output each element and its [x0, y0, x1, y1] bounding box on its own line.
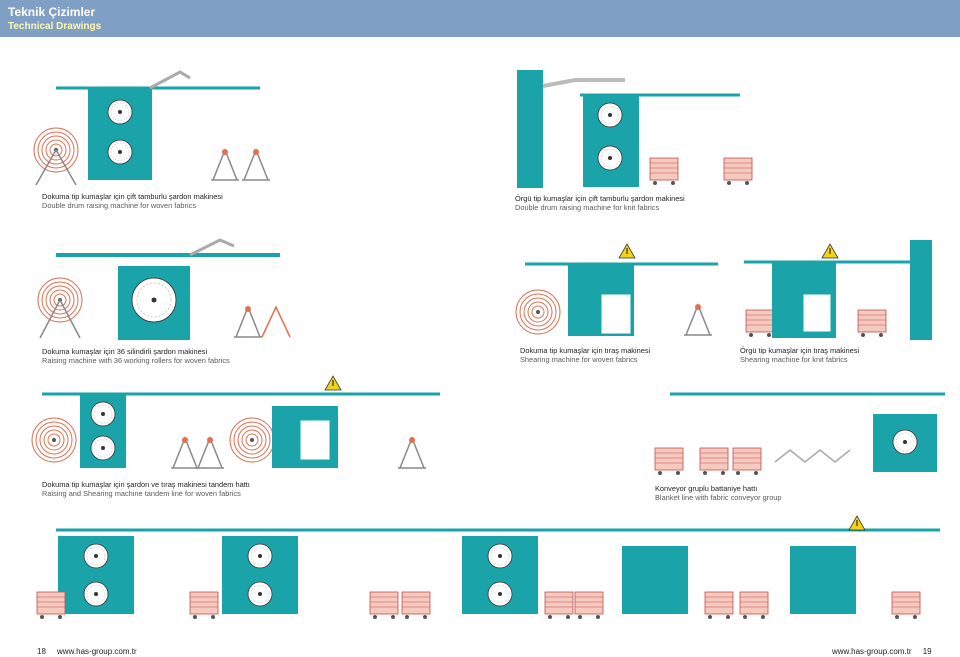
- caption-tr: Dokuma kumaşlar için 36 silindirli şardo…: [42, 347, 208, 356]
- drawing-tandem-line: [31, 375, 440, 469]
- drawing-long-production-line: [36, 515, 940, 620]
- caption-36-roller-raising: Dokuma kumaşlar için 36 silindirli şardo…: [42, 347, 230, 365]
- caption-double-drum-woven: Dokuma tip kumaşlar için çift tamburlu ş…: [42, 192, 223, 210]
- caption-en: Raising machine with 36 working rollers …: [42, 356, 230, 365]
- caption-tr: Örgü tip kumaşlar için çift tamburlu şar…: [515, 194, 685, 203]
- caption-en: Raising and Shearing machine tandem line…: [42, 489, 241, 498]
- caption-shearing-woven: Dokuma tip kumaşlar için tıraş makinesi …: [520, 346, 650, 364]
- footer-url-left[interactable]: www.has-group.com.tr: [57, 647, 137, 656]
- caption-en: Shearing machine for woven fabrics: [520, 355, 638, 364]
- header-title-tr: Teknik Çizimler: [8, 5, 96, 19]
- caption-blanket-line: Konveyor gruplu battaniye hattı Blanket …: [655, 484, 782, 502]
- caption-en: Shearing machine for knit fabrics: [740, 355, 848, 364]
- page-number-right: 19: [922, 647, 932, 656]
- caption-tr: Dokuma tip kumaşlar için çift tamburlu ş…: [42, 192, 223, 201]
- caption-en: Blanket line with fabric conveyor group: [655, 493, 782, 502]
- caption-tr: Dokuma tip kumaşlar için tıraş makinesi: [520, 346, 651, 355]
- drawing-blanket-line: [654, 392, 945, 476]
- footer-left: 18 www.has-group.com.tr: [37, 647, 137, 656]
- caption-tr: Konveyor gruplu battaniye hattı: [655, 484, 758, 493]
- caption-tandem-line: Dokuma tip kumaşlar için şardon ve tıraş…: [42, 480, 250, 498]
- caption-shearing-knit: Örgü tip kumaşlar için tıraş makinesi Sh…: [740, 346, 859, 364]
- drawing-double-drum-knit: [517, 70, 753, 188]
- caption-en: Double drum raising machine for knit fab…: [515, 203, 660, 212]
- drawing-shearing-knit: [744, 240, 932, 340]
- footer-url-right[interactable]: www.has-group.com.tr: [832, 647, 912, 656]
- caption-en: Double drum raising machine for woven fa…: [42, 201, 197, 210]
- page-header: Teknik Çizimler Technical Drawings: [0, 0, 960, 37]
- drawing-shearing-woven: [515, 243, 718, 336]
- header-title-en: Technical Drawings: [8, 21, 102, 32]
- caption-double-drum-knit: Örgü tip kumaşlar için çift tamburlu şar…: [515, 194, 685, 212]
- footer-right: www.has-group.com.tr 19: [832, 647, 932, 656]
- caption-tr: Örgü tip kumaşlar için tıraş makinesi: [740, 346, 860, 355]
- page-number-left: 18: [37, 647, 46, 656]
- drawing-36-roller-raising: [37, 238, 291, 340]
- drawing-double-drum-woven: [33, 70, 271, 186]
- caption-tr: Dokuma tip kumaşlar için şardon ve tıraş…: [42, 480, 250, 489]
